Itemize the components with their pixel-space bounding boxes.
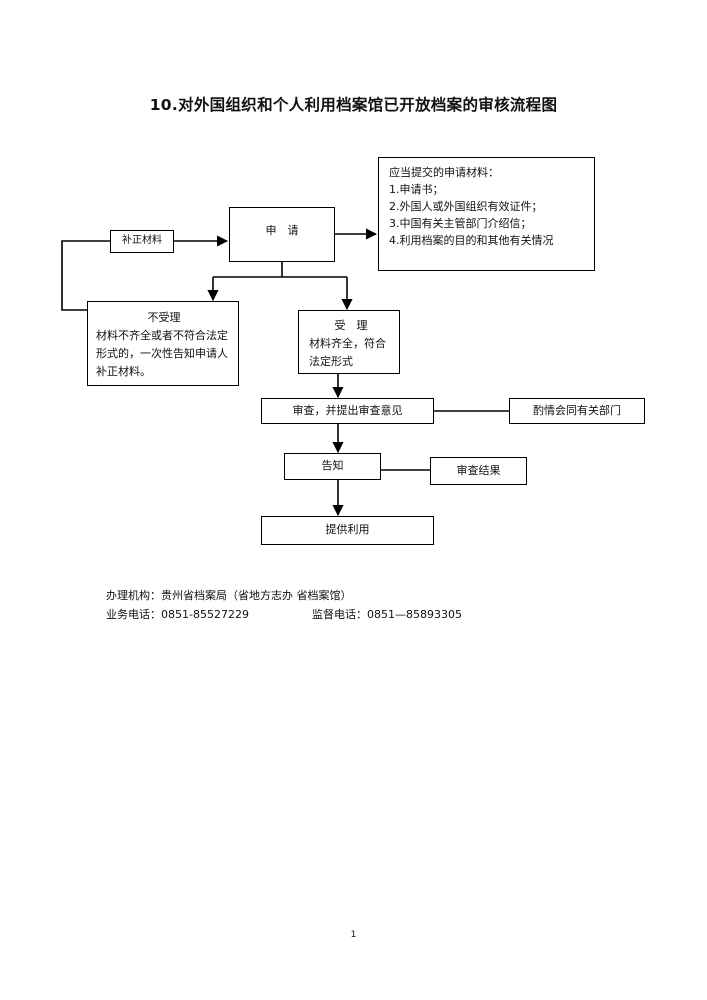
apply-label: 申 请 <box>265 224 299 237</box>
provide-label: 提供利用 <box>325 523 370 536</box>
materials-box: 应当提交的申请材料： 1.申请书； 2.外国人或外国组织有效证件； 3.中国有关… <box>378 157 595 271</box>
loop-reject-to-supplement <box>61 240 110 311</box>
page-number: 1 <box>350 930 357 940</box>
footer-agency: 办理机构：贵州省档案局（省地方志办 省档案馆） <box>106 589 352 602</box>
notify-box: 告知 <box>284 453 381 480</box>
review-box: 审查，并提出审查意见 <box>261 398 434 424</box>
footer-supervision-phone: 监督电话：0851—85893305 <box>312 608 462 621</box>
result-label: 审查结果 <box>456 464 501 477</box>
page-title: 10.对外国组织和个人利用档案馆已开放档案的审核流程图 <box>149 96 558 114</box>
accept-box: 受 理 材料齐全，符合法定形式 <box>298 310 400 374</box>
consult-label: 酌情会同有关部门 <box>533 404 621 417</box>
reject-title: 不受理 <box>147 311 181 324</box>
reject-desc: 材料不齐全或者不符合法定形式的，一次性告知申请人补正材料。 <box>96 329 228 378</box>
review-label: 审查，并提出审查意见 <box>292 404 403 417</box>
apply-box: 申 请 <box>229 207 335 262</box>
materials-item-4: 4.利用档案的目的和其他有关情况 <box>389 234 554 247</box>
accept-desc: 材料齐全，符合法定形式 <box>309 337 386 368</box>
provide-box: 提供利用 <box>261 516 434 545</box>
materials-item-3: 3.中国有关主管部门介绍信； <box>389 217 532 230</box>
materials-item-2: 2.外国人或外国组织有效证件； <box>389 200 543 213</box>
notify-label: 告知 <box>321 459 344 472</box>
consult-box: 酌情会同有关部门 <box>509 398 645 424</box>
result-box: 审查结果 <box>430 457 527 485</box>
supplement-box: 补正材料 <box>110 230 174 253</box>
materials-item-1: 1.申请书； <box>389 183 444 196</box>
accept-title: 受 理 <box>334 319 368 332</box>
footer-business-phone: 业务电话：0851-85527229 <box>106 608 249 621</box>
materials-heading: 应当提交的申请材料： <box>389 166 499 179</box>
supplement-label: 补正材料 <box>122 235 162 246</box>
reject-box: 不受理 材料不齐全或者不符合法定形式的，一次性告知申请人补正材料。 <box>87 301 239 386</box>
